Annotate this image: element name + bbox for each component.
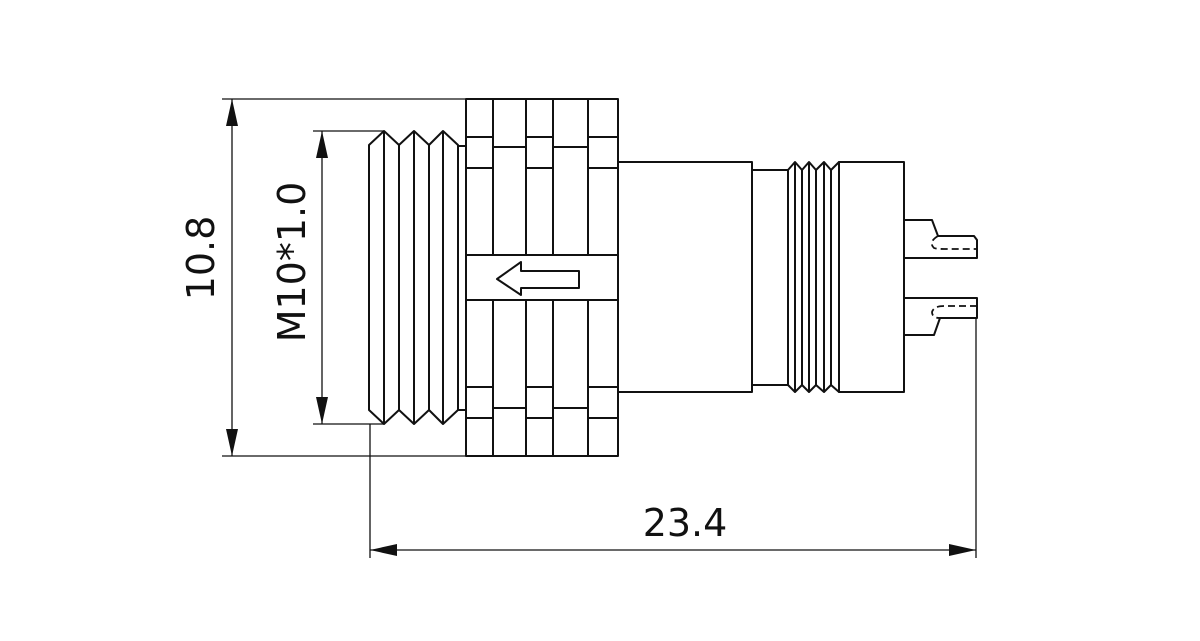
front-thread — [368, 130, 466, 425]
direction-arrow-icon — [496, 261, 580, 296]
length-dimension: 23.4 — [369, 318, 977, 558]
height-dimension-label: 10.8 — [179, 216, 223, 301]
length-dimension-label: 23.4 — [643, 501, 728, 545]
contact-pins — [904, 219, 978, 336]
connector-body — [617, 161, 905, 393]
thread-dimension: M10*1.0 — [270, 130, 384, 425]
height-dimension: 10.8 — [179, 98, 466, 457]
knurled-grip — [465, 98, 619, 457]
thread-dimension-label: M10*1.0 — [270, 182, 314, 343]
